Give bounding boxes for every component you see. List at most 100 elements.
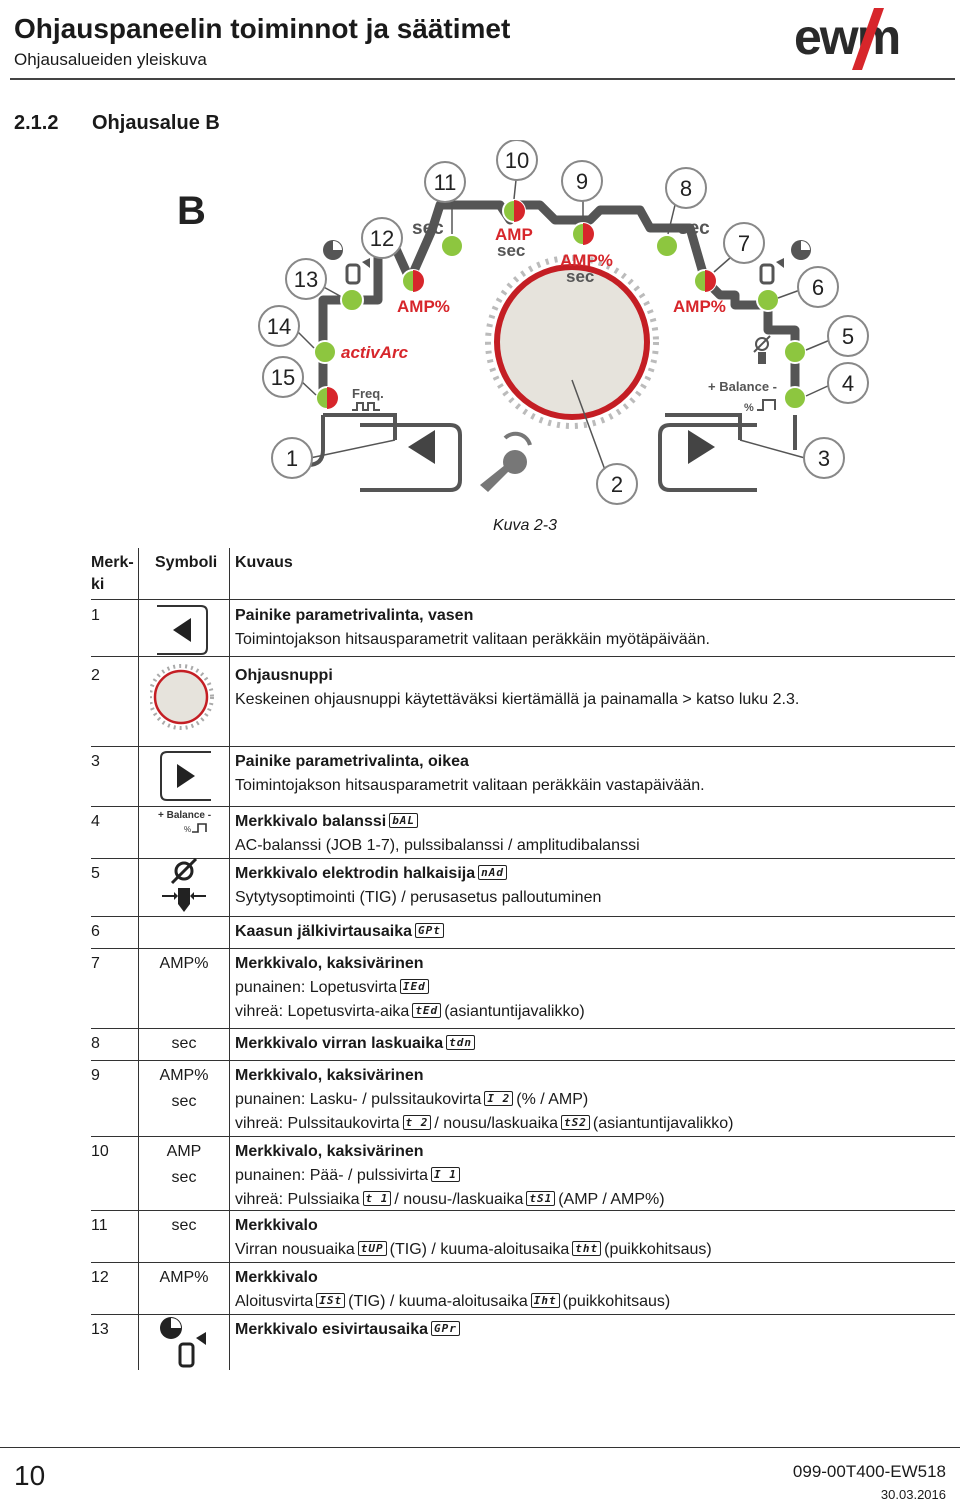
symbol-left-button — [157, 605, 208, 655]
ewm-logo: ewm — [794, 8, 901, 70]
callout-11: 11 — [424, 161, 466, 203]
row-text: Keskeinen ohjausnuppi käytettäväksi kier… — [235, 691, 800, 708]
row-text: Merkkivalo elektrodin halkaisija — [235, 865, 476, 882]
section-title: Ohjausalue B — [92, 112, 220, 134]
right-arrow-icon — [177, 764, 195, 788]
row-number: 10 — [91, 1143, 109, 1160]
row-text-after: (% / AMP) — [516, 1091, 589, 1108]
row-divider — [91, 1136, 955, 1137]
lcd-parameter-code: IEd — [399, 979, 429, 994]
row-number: 2 — [91, 667, 100, 684]
document-date: 30.03.2016 — [880, 1487, 946, 1502]
left-button-frame — [360, 423, 462, 492]
callout-15: 15 — [262, 356, 304, 398]
row-description: AC-balanssi (JOB 1-7), pulssibalanssi / … — [235, 834, 955, 858]
row-number: 12 — [91, 1269, 109, 1286]
lcd-parameter-code: tdn — [446, 1035, 475, 1050]
lcd-parameter-code: GPr — [431, 1321, 460, 1336]
row-text: Ohjausnuppi — [235, 667, 333, 684]
row-description: Toimintojakson hitsausparametrit valitaa… — [235, 628, 955, 652]
document-number: 099-00T400-EW518 — [792, 1462, 946, 1481]
header-divider — [91, 599, 955, 600]
lcd-parameter-code: bAL — [389, 813, 419, 828]
callout-6: 6 — [797, 266, 839, 308]
led-15 — [315, 386, 339, 410]
footer-rule — [0, 1447, 960, 1448]
callout-4: 4 — [827, 362, 869, 404]
svg-text:14: 14 — [267, 314, 291, 339]
gas-post-clock-icon — [791, 240, 811, 260]
row-title: Painike parametrivalinta, vasen — [235, 604, 955, 628]
row-divider — [91, 1314, 955, 1315]
row-number: 4 — [91, 813, 100, 830]
row-divider — [91, 1262, 955, 1263]
row-text: vihreä: Pulssitaukovirta — [235, 1115, 400, 1132]
control-panel-diagram: B 1 2 3 4 — [177, 140, 869, 505]
row-divider — [91, 656, 955, 657]
row-divider — [91, 746, 955, 747]
callout-5: 5 — [827, 315, 869, 357]
lcd-parameter-code: t 1 — [362, 1191, 392, 1206]
row-number: 8 — [91, 1035, 100, 1052]
led-8 — [655, 234, 679, 258]
lcd-parameter-code: GPt — [414, 923, 444, 938]
row-title: Merkkivalo — [235, 1214, 955, 1238]
callout-9: 9 — [561, 160, 603, 202]
gas-pre-bottle-icon — [345, 258, 370, 285]
label-amppct-7: AMP% — [673, 297, 726, 316]
lcd-parameter-code: t 2 — [402, 1115, 432, 1130]
row-text: Merkkivalo, kaksivärinen — [235, 955, 424, 972]
svg-text:1: 1 — [286, 446, 298, 471]
right-arrow-icon — [688, 430, 715, 464]
row-title: Merkkivalo, kaksivärinen — [235, 1140, 955, 1164]
right-button-frame — [658, 423, 757, 492]
row-divider — [91, 948, 955, 949]
lcd-parameter-code: nAd — [478, 865, 507, 880]
row-number: 3 — [91, 753, 100, 770]
lcd-parameter-code: Iht — [530, 1293, 560, 1308]
svg-text:11: 11 — [434, 170, 457, 195]
svg-text:+ Balance -: + Balance - — [158, 810, 211, 821]
svg-text:15: 15 — [271, 365, 295, 390]
col-header-symbol: Symboli — [155, 554, 218, 571]
row-text: Merkkivalo — [235, 1269, 318, 1286]
row-symbol: sec — [171, 1035, 197, 1052]
row-text-after: (TIG) / kuuma-aloitusaika — [389, 1241, 570, 1258]
page-subtitle: Ohjausalueiden yleiskuva — [14, 50, 207, 69]
led-11 — [440, 234, 464, 258]
row-symbol-secondary: sec — [171, 1169, 197, 1186]
svg-text:13: 13 — [294, 267, 318, 292]
row-divider — [91, 806, 955, 807]
symbol-electrode-diameter — [162, 858, 206, 912]
row-text: Merkkivalo esivirtausaika — [235, 1321, 429, 1338]
figure-caption: Kuva 2-3 — [492, 517, 558, 534]
lcd-parameter-code: tEd — [412, 1003, 442, 1018]
row-number: 1 — [91, 607, 100, 624]
row-description: Toimintojakson hitsausparametrit valitaa… — [235, 774, 955, 798]
left-arrow-icon — [408, 430, 435, 464]
led-13 — [340, 288, 364, 312]
row-number: 11 — [91, 1217, 108, 1234]
hand-press-icon — [480, 431, 532, 492]
callout-10: 10 — [496, 140, 538, 181]
svg-text:3: 3 — [818, 446, 830, 471]
row-text: vihreä: Pulssiaika — [235, 1191, 360, 1208]
led-5 — [783, 340, 807, 364]
row-text: AC-balanssi (JOB 1-7), pulssibalanssi / … — [235, 837, 640, 854]
control-knob[interactable] — [494, 264, 650, 420]
lcd-parameter-code: tS2 — [561, 1115, 590, 1130]
row-symbol: AMP% — [159, 955, 209, 972]
logo-text: ewm — [794, 9, 899, 65]
row-symbol: sec — [171, 1217, 197, 1234]
lcd-parameter-code: tht — [572, 1241, 602, 1256]
logo-slash — [852, 8, 884, 70]
label-sec-9: sec — [566, 267, 594, 286]
svg-text:10: 10 — [505, 148, 529, 173]
row-title: Painike parametrivalinta, oikea — [235, 750, 955, 774]
row-text: punainen: Pää- / pulssivirta — [235, 1167, 428, 1184]
lcd-parameter-code: I 2 — [484, 1091, 514, 1106]
